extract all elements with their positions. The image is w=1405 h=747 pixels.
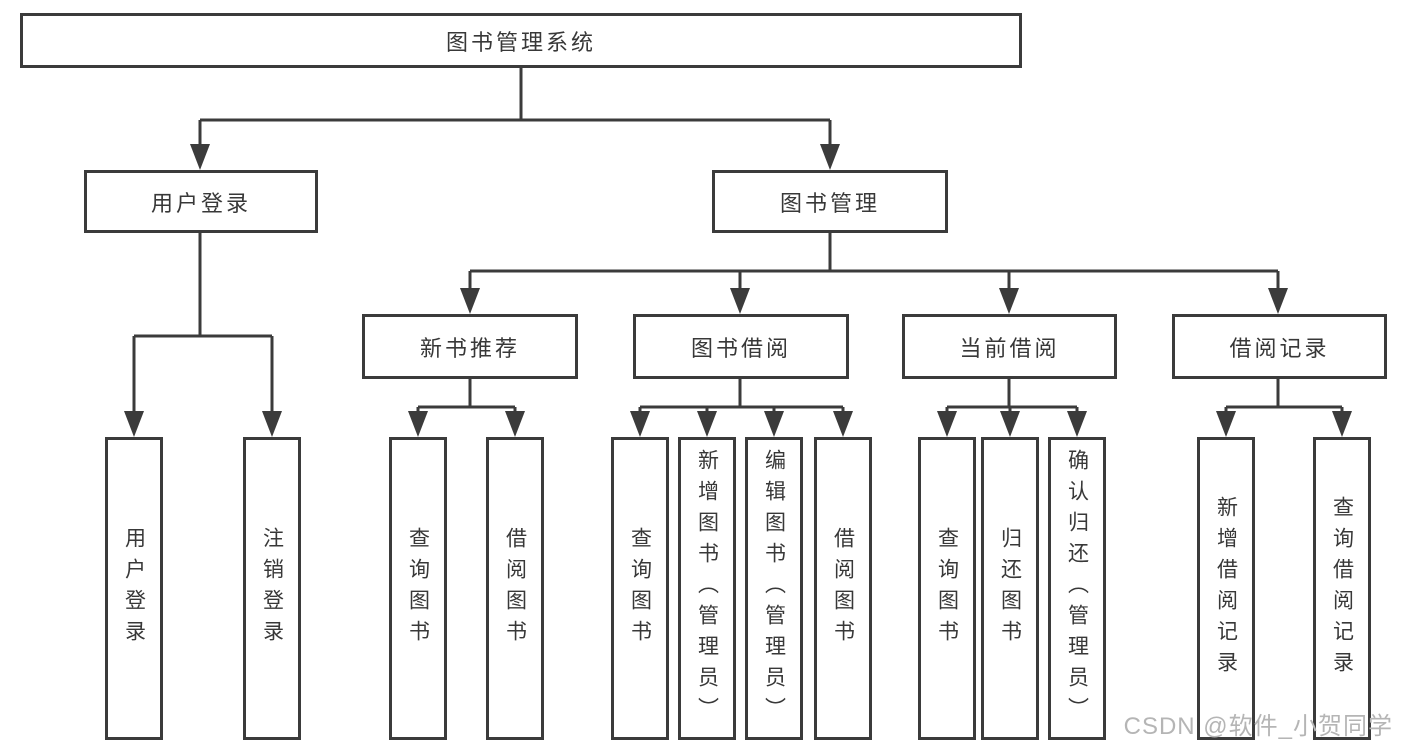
connector-book-management bbox=[468, 233, 1280, 290]
node-borrow-records-label: 借阅记录 bbox=[1229, 335, 1330, 361]
node-book-borrow-label: 图书借阅 bbox=[690, 335, 791, 361]
connector-root bbox=[198, 68, 832, 146]
leaf-add-book-admin-label: 新增图书（管理员） bbox=[695, 449, 719, 728]
leaf-query-borrow-record-label: 查询借阅记录 bbox=[1330, 495, 1354, 682]
leaf-add-borrow-record: 新增借阅记录 bbox=[1197, 437, 1255, 740]
leaf-borrow-books-label: 借阅图书 bbox=[831, 526, 855, 651]
leaf-query-books-borrow: 查询图书 bbox=[611, 437, 669, 740]
leaf-query-books-recommend: 查询图书 bbox=[389, 437, 447, 740]
connector-new-book-recommend bbox=[416, 379, 517, 413]
connector-book-borrow bbox=[638, 379, 845, 413]
leaf-edit-book-admin-label: 编辑图书（管理员） bbox=[762, 449, 786, 728]
node-new-book-recommend: 新书推荐 bbox=[362, 314, 578, 379]
node-book-management: 图书管理 bbox=[712, 170, 948, 233]
leaf-add-borrow-record-label: 新增借阅记录 bbox=[1214, 495, 1238, 682]
leaf-confirm-return-admin-label: 确认归还（管理员） bbox=[1065, 449, 1089, 728]
leaf-add-book-admin: 新增图书（管理员） bbox=[678, 437, 736, 740]
node-library-system: 图书管理系统 bbox=[20, 13, 1022, 68]
node-user-login-label: 用户登录 bbox=[150, 190, 251, 216]
leaf-confirm-return-admin: 确认归还（管理员） bbox=[1048, 437, 1106, 740]
leaf-query-books-recommend-label: 查询图书 bbox=[406, 526, 430, 651]
leaf-return-books-label: 归还图书 bbox=[998, 526, 1022, 651]
node-new-book-recommend-label: 新书推荐 bbox=[419, 335, 520, 361]
leaf-return-books: 归还图书 bbox=[981, 437, 1039, 740]
node-book-management-label: 图书管理 bbox=[779, 190, 880, 216]
leaf-borrow-books-recommend: 借阅图书 bbox=[486, 437, 544, 740]
connector-borrow-records bbox=[1224, 379, 1344, 413]
csdn-watermark: CSDN @软件_小贺同学 bbox=[1123, 713, 1393, 740]
leaf-borrow-books-recommend-label: 借阅图书 bbox=[503, 526, 527, 651]
leaf-query-borrow-record: 查询借阅记录 bbox=[1313, 437, 1371, 740]
connector-current-borrow bbox=[945, 379, 1079, 413]
leaf-borrow-books: 借阅图书 bbox=[814, 437, 872, 740]
leaf-query-books-borrow-label: 查询图书 bbox=[628, 526, 652, 651]
node-user-login: 用户登录 bbox=[84, 170, 318, 233]
arrowheads bbox=[124, 144, 1352, 437]
node-borrow-records: 借阅记录 bbox=[1172, 314, 1387, 379]
leaf-logout: 注销登录 bbox=[243, 437, 301, 740]
leaf-user-login-label: 用户登录 bbox=[122, 526, 146, 651]
node-library-system-label: 图书管理系统 bbox=[445, 29, 596, 55]
node-book-borrow: 图书借阅 bbox=[633, 314, 849, 379]
node-current-borrow-label: 当前借阅 bbox=[959, 335, 1060, 361]
leaf-query-books-current-label: 查询图书 bbox=[935, 526, 959, 651]
node-current-borrow: 当前借阅 bbox=[902, 314, 1117, 379]
leaf-query-books-current: 查询图书 bbox=[918, 437, 976, 740]
leaf-edit-book-admin: 编辑图书（管理员） bbox=[745, 437, 803, 740]
leaf-logout-label: 注销登录 bbox=[260, 526, 284, 651]
leaf-user-login: 用户登录 bbox=[105, 437, 163, 740]
connector-user-login bbox=[132, 233, 274, 413]
